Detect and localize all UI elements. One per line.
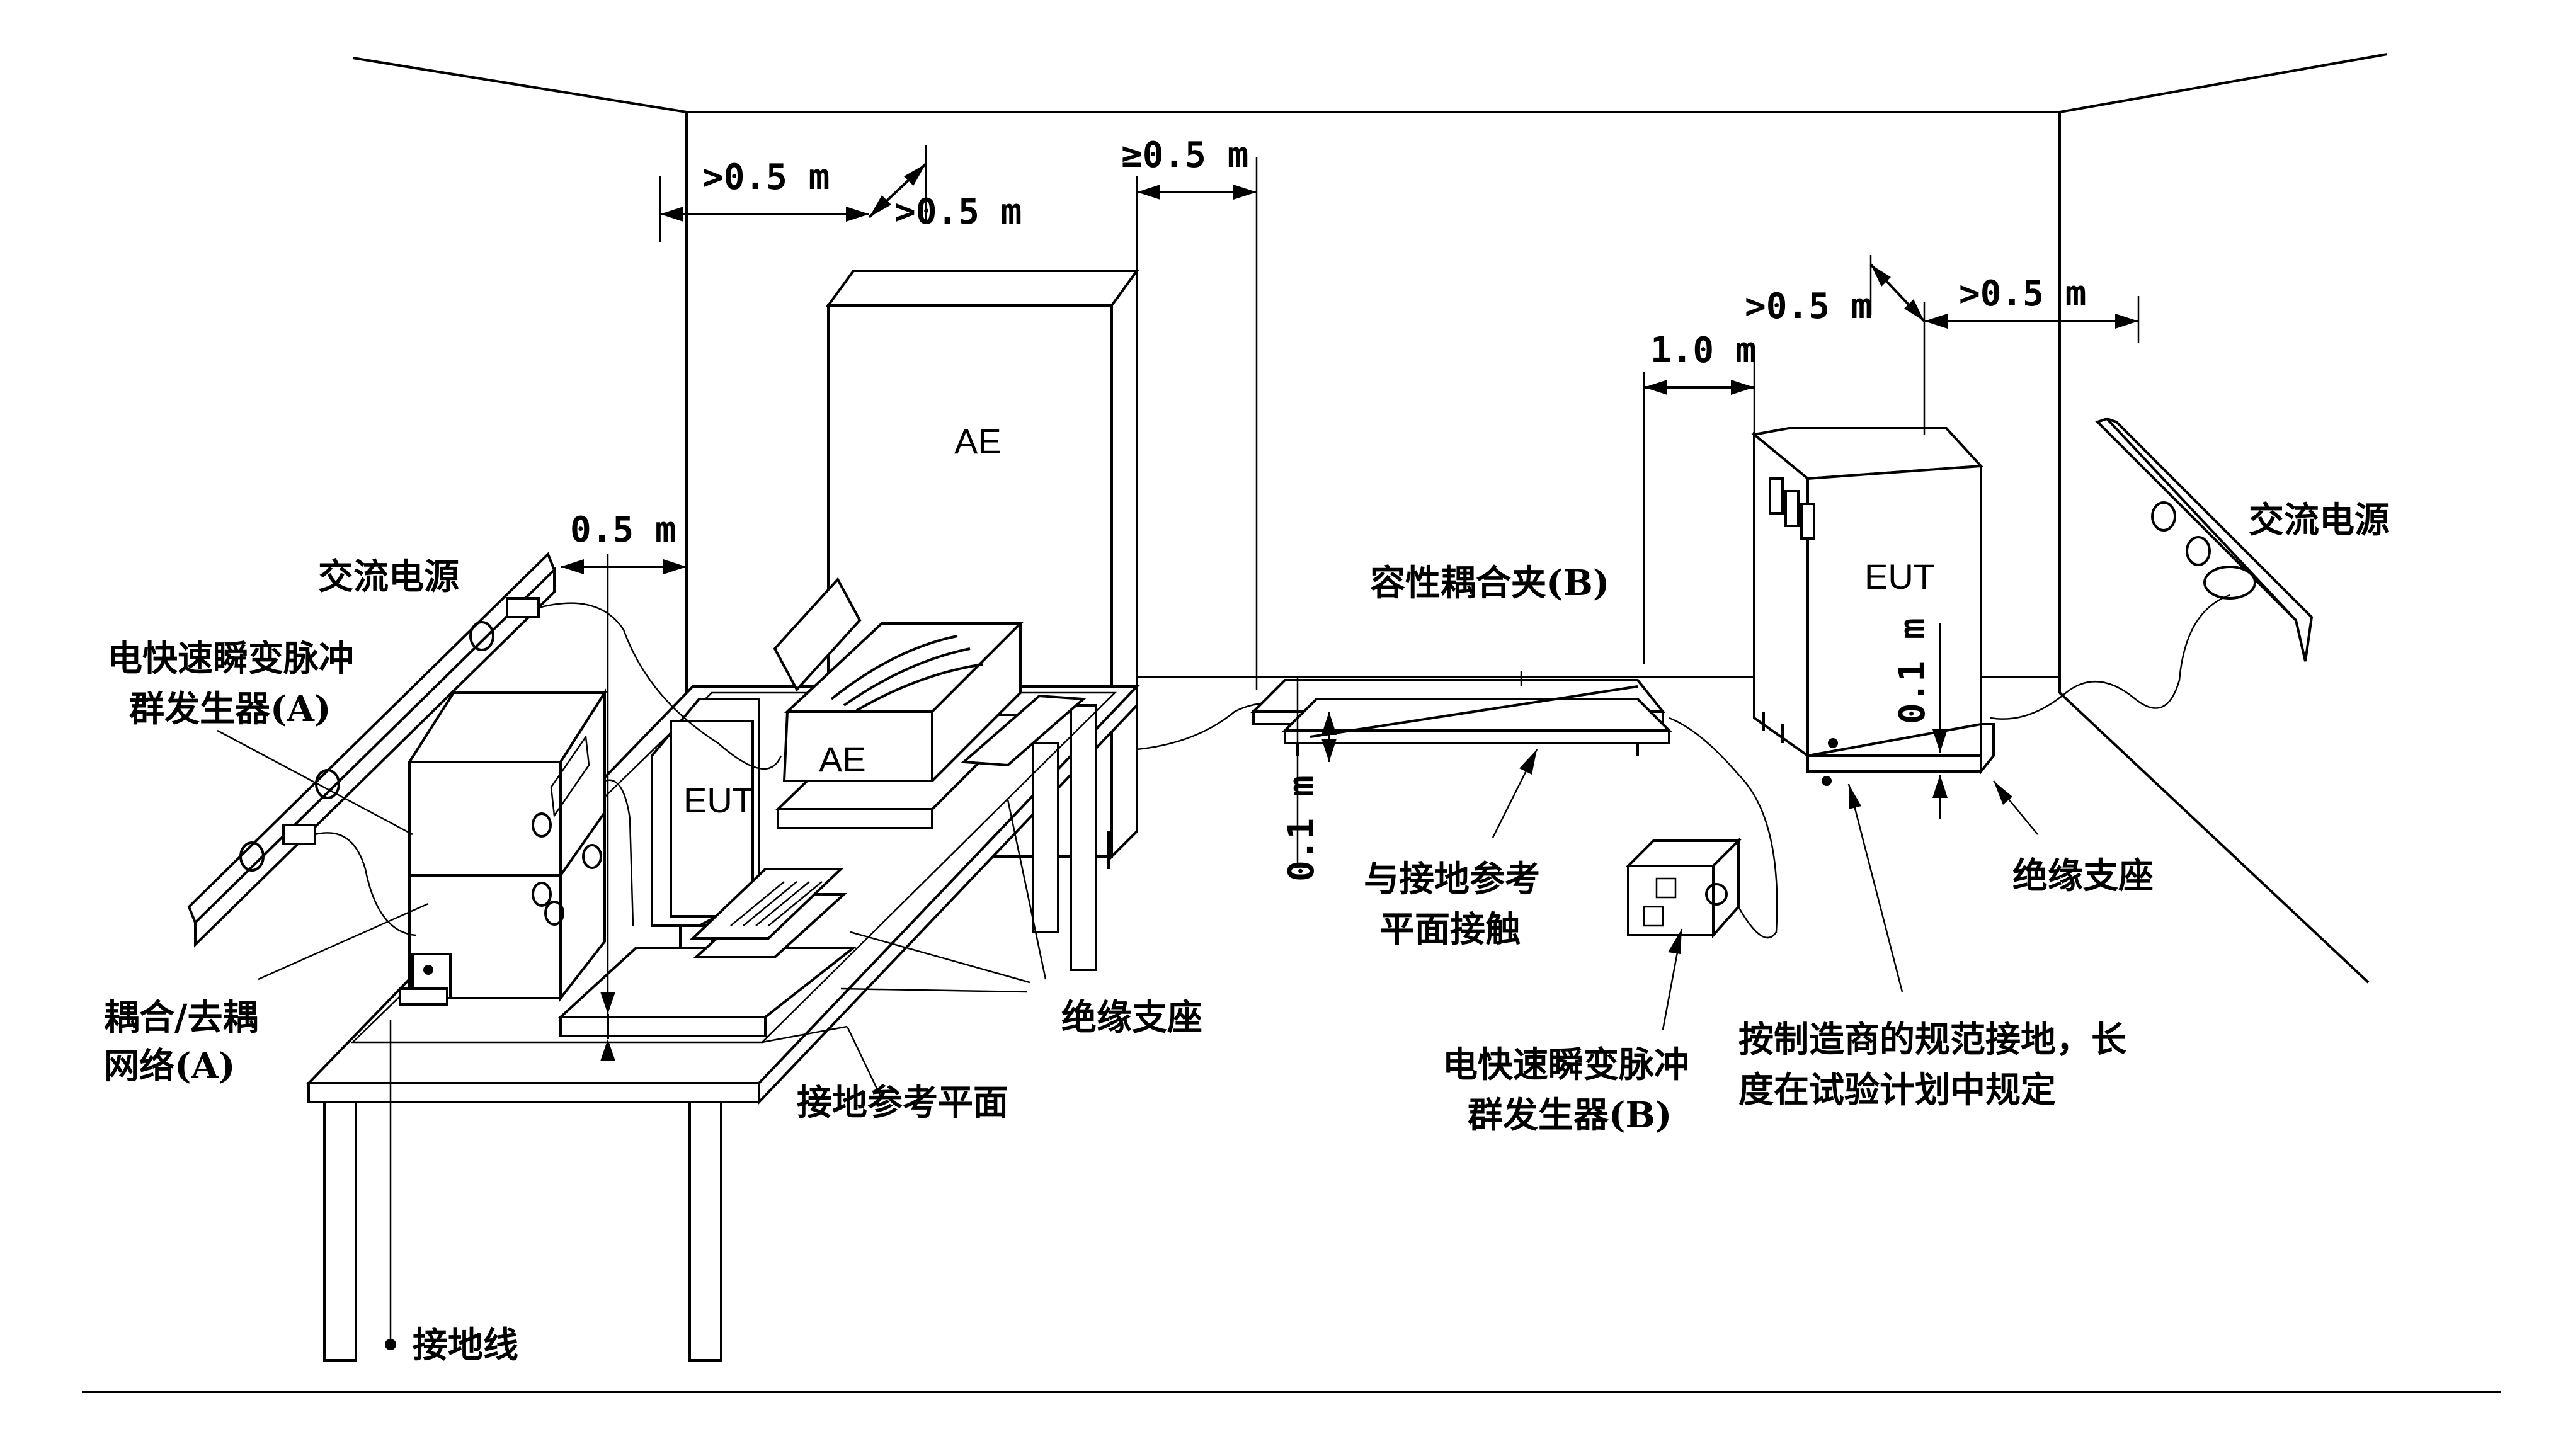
text-labels: 交流电源 电快速瞬变脉冲 群发生器(A) 耦合/去耦 网络(A) 接地线 接地参… bbox=[104, 499, 2390, 1366]
dim-right-gt-05-a: >0.5 m bbox=[1745, 286, 1872, 327]
keyboard-support bbox=[557, 868, 857, 1037]
dim-ge-05: ≥0.5 m bbox=[1121, 135, 1248, 176]
ac-power-strip-left bbox=[187, 552, 556, 948]
ae-tall-label: AE bbox=[954, 421, 1002, 461]
label-contact-grp-line1: 与接地参考 bbox=[1364, 858, 1540, 900]
label-mfr-ground-line2: 度在试验计划中规定 bbox=[1738, 1069, 2056, 1111]
ac-power-strip-right bbox=[1990, 417, 2314, 720]
dim-left-gt-05-b: >0.5 m bbox=[894, 191, 1022, 232]
dim-eut-01: 0.1 m bbox=[1892, 618, 1933, 724]
dim-right-gt-05-b: >0.5 m bbox=[1959, 273, 2086, 314]
label-cdn-a-line1: 耦合/去耦 bbox=[104, 997, 258, 1038]
capacitive-clamp-b bbox=[1250, 679, 1672, 756]
room-outline bbox=[82, 53, 2501, 1393]
eut-table-monitor: EUT bbox=[651, 698, 760, 955]
label-insulating-support-right: 绝缘支座 bbox=[2012, 855, 2154, 897]
eut-table-label: EUT bbox=[683, 780, 754, 820]
label-ground-ref-plane: 接地参考平面 bbox=[797, 1082, 1008, 1123]
burst-generator-b bbox=[1625, 717, 1778, 939]
dim-10: 1.0 m bbox=[1650, 330, 1757, 371]
label-burst-gen-a-line2: 群发生器(A) bbox=[129, 688, 331, 730]
label-cdn-a-line2: 网络(A) bbox=[104, 1045, 235, 1087]
eut-floor-label: EUT bbox=[1864, 557, 1935, 596]
cables-left bbox=[314, 602, 1286, 1350]
label-contact-grp-line2: 平面接触 bbox=[1379, 909, 1521, 950]
dimension-texts: >0.5 m >0.5 m ≥0.5 m 0.5 m >0.5 m >0.5 m… bbox=[570, 135, 2086, 882]
dim-clamp-01: 0.1 m bbox=[1281, 775, 1322, 882]
dimension-lines bbox=[561, 145, 2140, 1061]
label-ground-wire: 接地线 bbox=[413, 1324, 518, 1366]
label-burst-gen-a-line1: 电快速瞬变脉冲 bbox=[107, 638, 354, 680]
label-burst-gen-b-line2: 群发生器(B) bbox=[1468, 1095, 1672, 1136]
label-burst-gen-b-line1: 电快速瞬变脉冲 bbox=[1442, 1044, 1689, 1086]
dim-table-05: 0.5 m bbox=[570, 509, 676, 550]
ae-table-box: AE bbox=[773, 577, 1087, 782]
burst-generator-a bbox=[399, 688, 607, 1006]
label-capacitive-clamp-b: 容性耦合夹(B) bbox=[1370, 562, 1609, 604]
ae-table-label: AE bbox=[819, 739, 866, 779]
label-insulating-support-left: 绝缘支座 bbox=[1061, 997, 1202, 1038]
dim-left-gt-05-a: >0.5 m bbox=[702, 157, 830, 198]
label-ac-power-left: 交流电源 bbox=[318, 556, 459, 598]
label-mfr-ground-line1: 按制造商的规范接地，长 bbox=[1738, 1019, 2126, 1061]
eut-floor-cabinet: EUT bbox=[1751, 427, 1995, 786]
label-ac-power-right: 交流电源 bbox=[2249, 499, 2390, 541]
leader-lines bbox=[217, 671, 2038, 1100]
